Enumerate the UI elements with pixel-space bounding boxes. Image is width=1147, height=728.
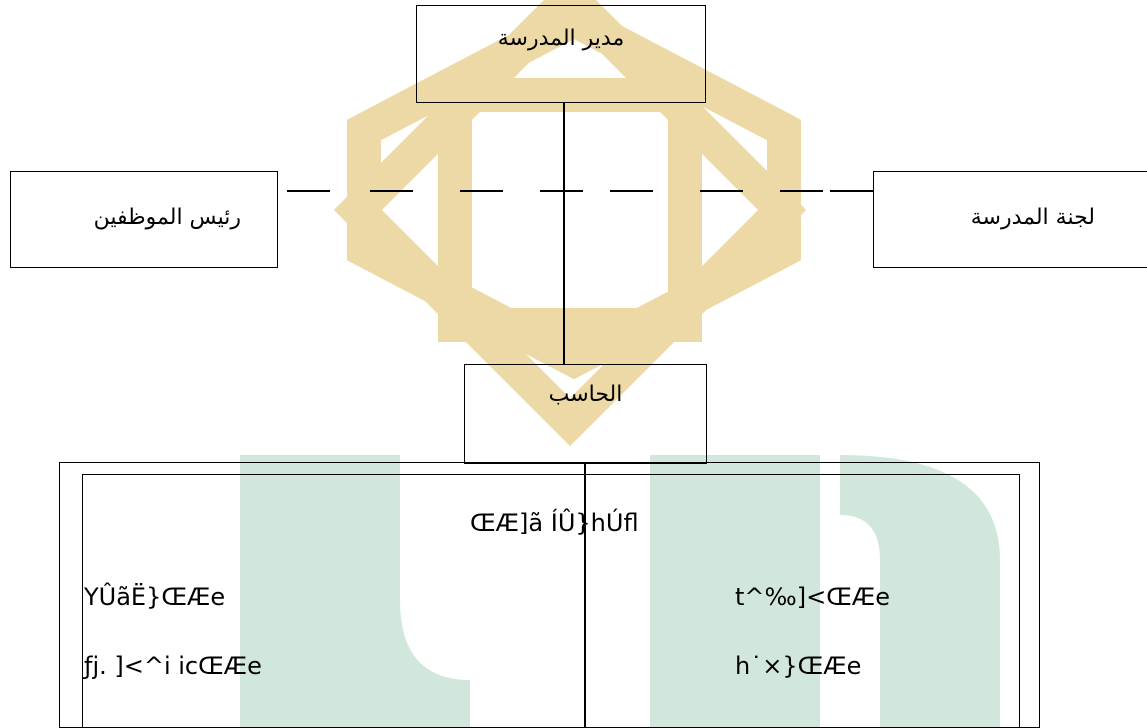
- right-item-1: t^‰]<ŒÆe: [735, 583, 891, 611]
- watermark-ornament: [333, 0, 807, 447]
- staff-title: ŒÆ]ã ÍÛ}hÚfl: [470, 509, 639, 537]
- connector-top-middle: [563, 102, 565, 365]
- staff-inner-box: [82, 474, 1020, 728]
- right-item-2: h˙×}ŒÆe: [735, 652, 862, 680]
- watermark-letters: [240, 455, 1000, 727]
- accountant-box: الحاسب: [464, 364, 707, 464]
- principal-label: مدير المدرسة: [497, 26, 625, 51]
- principal-box: مدير المدرسة: [416, 5, 706, 103]
- school-committee-label: لجنة المدرسة: [970, 205, 1095, 230]
- connector-middle-bottom: [584, 463, 586, 727]
- school-committee-box: لجنة المدرسة: [873, 171, 1147, 268]
- left-item-1: YÛãË}ŒÆe: [84, 583, 226, 611]
- staff-head-box: رئيس الموظفين: [10, 171, 278, 268]
- accountant-label: الحاسب: [548, 382, 623, 407]
- left-item-2: ƒj. ]<^i icŒÆe: [84, 652, 262, 680]
- staff-head-label: رئيس الموظفين: [93, 205, 241, 230]
